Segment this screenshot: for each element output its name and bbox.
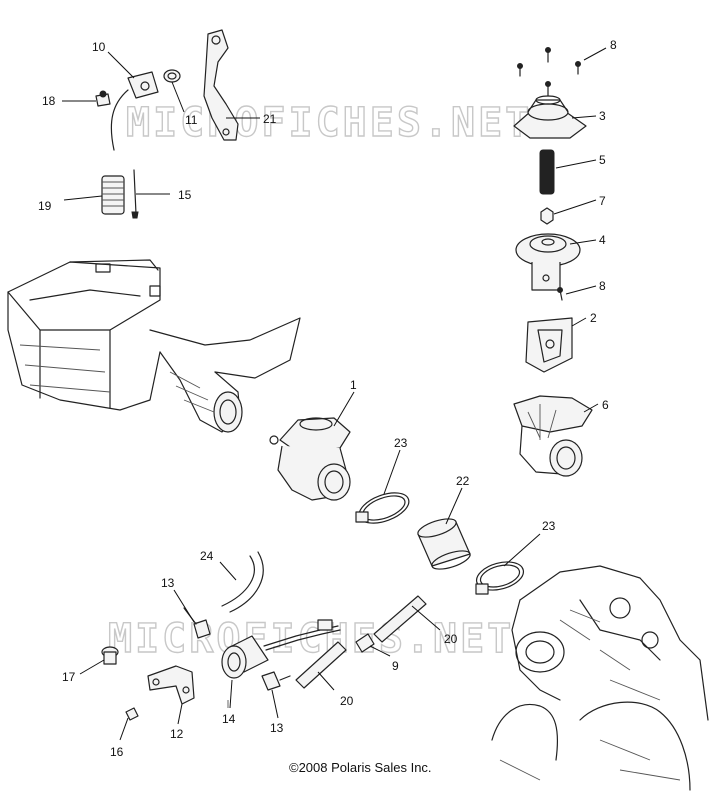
leader-lines bbox=[62, 47, 607, 741]
callout-1: 1 bbox=[350, 378, 357, 392]
callout-22: 22 bbox=[456, 474, 470, 488]
callout-24: 24 bbox=[200, 549, 214, 563]
callout-17: 17 bbox=[62, 670, 76, 684]
callout-14: 14 bbox=[222, 712, 236, 726]
callout-labels: 10 18 11 21 19 15 8 3 5 7 4 8 2 6 1 23 2… bbox=[38, 38, 617, 759]
part-6-throttle-body bbox=[513, 395, 593, 477]
callout-20-upper: 20 bbox=[444, 632, 458, 646]
part-20-hose-lower bbox=[295, 641, 347, 689]
part-8-screws-top bbox=[517, 47, 581, 97]
part-18-screw bbox=[95, 90, 111, 107]
callout-7: 7 bbox=[599, 194, 606, 208]
callout-3: 3 bbox=[599, 109, 606, 123]
part-13-fitting-lower bbox=[261, 671, 291, 691]
part-23-clamp-lower bbox=[475, 561, 525, 595]
part-1-throttle-assembly bbox=[269, 417, 351, 501]
watermark-top: MICROFICHES.NET bbox=[126, 100, 532, 146]
callout-13-upper: 13 bbox=[161, 576, 175, 590]
part-11-grommet bbox=[163, 69, 181, 83]
part-14-sensor bbox=[221, 619, 341, 708]
engine-drawing bbox=[491, 565, 709, 791]
callout-8-mid: 8 bbox=[599, 279, 606, 293]
copyright-text: ©2008 Polaris Sales Inc. bbox=[289, 760, 432, 775]
callout-19: 19 bbox=[38, 199, 52, 213]
callout-23-lower: 23 bbox=[542, 519, 556, 533]
part-22-sleeve bbox=[417, 518, 471, 570]
part-23-clamp-upper bbox=[355, 492, 410, 524]
callout-6: 6 bbox=[602, 398, 609, 412]
callout-16: 16 bbox=[110, 745, 124, 759]
watermark-bottom: MICROFICHES.NET bbox=[108, 616, 514, 662]
part-7-nut bbox=[540, 207, 554, 225]
part-10-bracket bbox=[110, 71, 159, 151]
part-4-diaphragm bbox=[515, 233, 581, 291]
part-21-strap bbox=[203, 29, 239, 141]
part-17-bolt bbox=[101, 646, 119, 665]
callout-11: 11 bbox=[185, 113, 198, 127]
callout-23-upper: 23 bbox=[394, 436, 408, 450]
callout-9: 9 bbox=[392, 659, 399, 673]
part-2-plate bbox=[525, 317, 573, 373]
callout-20-lower: 20 bbox=[340, 694, 354, 708]
part-15-tie bbox=[131, 169, 139, 219]
callout-8-top: 8 bbox=[610, 38, 617, 52]
part-12-bracket bbox=[147, 665, 195, 705]
callout-2: 2 bbox=[590, 311, 597, 325]
airbox-drawing bbox=[7, 259, 301, 433]
part-3-cover bbox=[513, 95, 587, 139]
callout-5: 5 bbox=[599, 153, 606, 167]
callout-21: 21 bbox=[263, 112, 277, 126]
part-8-screw-mid bbox=[557, 287, 563, 301]
part-16-screw bbox=[125, 707, 139, 721]
callout-10: 10 bbox=[92, 40, 106, 54]
part-9-connector bbox=[355, 633, 375, 653]
callout-18: 18 bbox=[42, 94, 56, 108]
callout-4: 4 bbox=[599, 233, 606, 247]
callout-12: 12 bbox=[170, 727, 184, 741]
part-24-hose bbox=[221, 551, 264, 613]
part-5-spring bbox=[539, 149, 555, 195]
callout-15: 15 bbox=[178, 188, 192, 202]
callout-13-lower: 13 bbox=[270, 721, 284, 735]
part-19-sleeve bbox=[101, 175, 125, 215]
